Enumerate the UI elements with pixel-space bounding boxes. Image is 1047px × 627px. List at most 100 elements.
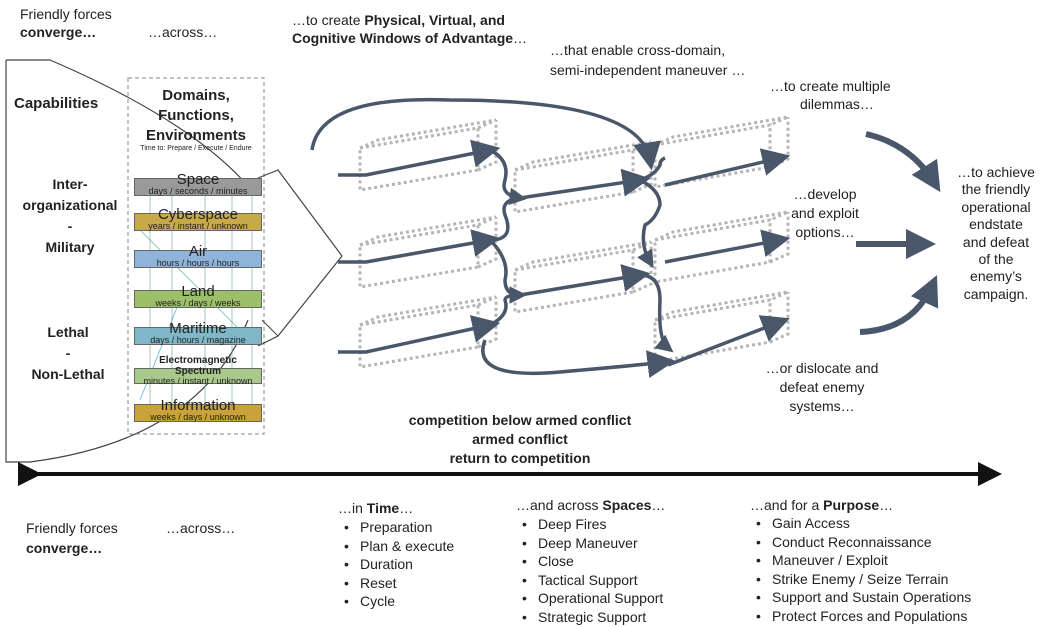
dislocate-label-2: defeat enemy bbox=[779, 379, 865, 395]
domain-time: days / hours / magazine bbox=[150, 335, 246, 345]
domains-title-line: Domains, bbox=[162, 87, 230, 104]
lethal-line: - bbox=[65, 345, 71, 361]
enable-label-1: …that enable cross-domain, bbox=[550, 42, 726, 58]
domain-name: Maritime bbox=[169, 320, 227, 337]
left-bracket-top bbox=[6, 59, 249, 187]
list-item: Preparation bbox=[338, 518, 454, 537]
list-item: Strategic Support bbox=[516, 608, 663, 627]
domain-name: Cyberspace bbox=[157, 206, 239, 223]
enable-label-2: semi-independent maneuver … bbox=[550, 62, 746, 78]
list-item: Protect Forces and Populations bbox=[750, 607, 971, 626]
list-item: Cycle bbox=[338, 592, 454, 611]
develop-label-3: options… bbox=[795, 224, 855, 240]
callout-maritime bbox=[261, 319, 279, 337]
windows-label-2: Cognitive Windows of Advantage… bbox=[292, 30, 528, 46]
callout-space bbox=[257, 169, 343, 347]
lethal-label: Lethal - Non-Lethal bbox=[18, 322, 118, 385]
domain-time: days / seconds / minutes bbox=[148, 186, 248, 196]
spaces-list: Deep Fires Deep Maneuver Close Tactical … bbox=[516, 515, 663, 627]
inter-org-label: Inter- organizational - Military bbox=[20, 174, 120, 258]
domain-name: Space bbox=[176, 171, 220, 188]
list-item: Strike Enemy / Seize Terrain bbox=[750, 570, 971, 589]
endstate-line: of the bbox=[978, 251, 1014, 268]
dislocate-label-1: …or dislocate and bbox=[765, 360, 879, 376]
dotted-windows bbox=[358, 115, 790, 369]
converge-label-1: Friendly forces bbox=[20, 6, 112, 22]
inter-line: - bbox=[67, 218, 73, 234]
domains-title-line: Functions, bbox=[158, 107, 234, 124]
capabilities-label: Capabilities bbox=[14, 95, 99, 112]
endstate-line: operational bbox=[961, 198, 1031, 215]
bottom-converge-1: Friendly forces bbox=[26, 520, 118, 536]
list-item: Maneuver / Exploit bbox=[750, 551, 971, 570]
endstate-line: enemy’s bbox=[970, 268, 1022, 285]
dilemmas-label-1: …to create multiple bbox=[770, 78, 891, 94]
list-item: Conduct Reconnaissance bbox=[750, 533, 971, 552]
list-item: Gain Access bbox=[750, 514, 971, 533]
time-list: Preparation Plan & execute Duration Rese… bbox=[338, 518, 454, 611]
endstate-line: …to achieve bbox=[957, 164, 1035, 180]
domain-name: Electromagnetic Spectrum bbox=[159, 355, 237, 377]
list-item: Reset bbox=[338, 574, 454, 593]
purpose-heading: …and for a Purpose… bbox=[750, 497, 894, 513]
domain-time: minutes / instant / unknown bbox=[143, 376, 253, 386]
bottom-across: …across… bbox=[166, 520, 236, 536]
list-item: Close bbox=[516, 552, 663, 571]
list-item: Support and Sustain Operations bbox=[750, 588, 971, 607]
endstate-line: and defeat bbox=[962, 233, 1030, 250]
list-item: Deep Fires bbox=[516, 515, 663, 534]
left-bracket bbox=[5, 60, 249, 463]
across-label: …across… bbox=[148, 24, 218, 40]
phase-return: return to competition bbox=[449, 450, 591, 466]
phase-armed-conflict: armed conflict bbox=[472, 431, 568, 447]
domains-title-line: Environments bbox=[145, 127, 247, 144]
domain-name: Air bbox=[188, 243, 208, 260]
endstate-line: campaign. bbox=[963, 285, 1029, 302]
domain-time: years / instant / unknown bbox=[148, 221, 248, 231]
domain-name: Information bbox=[160, 397, 236, 414]
list-item: Operational Support bbox=[516, 589, 663, 608]
endstate-text: …to achieve the friendly operational end… bbox=[946, 164, 1046, 303]
flow-arrows bbox=[310, 97, 791, 378]
inter-line: organizational bbox=[22, 197, 118, 213]
phase-competition: competition below armed conflict bbox=[408, 412, 632, 428]
list-item: Plan & execute bbox=[338, 537, 454, 556]
list-item: Deep Maneuver bbox=[516, 534, 663, 553]
endstate-line: the friendly bbox=[961, 181, 1031, 198]
domain-time: weeks / days / weeks bbox=[155, 298, 241, 308]
bottom-converge-2: converge… bbox=[26, 540, 103, 556]
list-item: Duration bbox=[338, 555, 454, 574]
domain-time: hours / hours / hours bbox=[156, 258, 240, 268]
develop-label-2: and exploit bbox=[791, 205, 859, 221]
converge-label-2: converge… bbox=[20, 24, 97, 40]
spaces-heading: …and across Spaces… bbox=[516, 497, 666, 513]
windows-label-1: …to create Physical, Virtual, and bbox=[292, 12, 505, 28]
domains-box bbox=[127, 77, 265, 435]
arc-bottom bbox=[481, 339, 676, 378]
list-item: Tactical Support bbox=[516, 571, 663, 590]
purpose-list: Gain Access Conduct Reconnaissance Maneu… bbox=[750, 514, 971, 626]
inter-line: Military bbox=[45, 239, 95, 255]
arc-top bbox=[310, 97, 661, 171]
develop-label-1: …develop bbox=[793, 186, 857, 202]
endstate-line: endstate bbox=[969, 216, 1023, 233]
domain-name: Land bbox=[181, 283, 215, 300]
domains-title: Domains, Functions, Environments bbox=[128, 86, 264, 146]
time-to-label: Time to: Prepare / Execute / Endure bbox=[140, 145, 252, 152]
dislocate-label-3: systems… bbox=[789, 398, 855, 414]
lethal-line: Non-Lethal bbox=[31, 366, 105, 382]
lethal-line: Lethal bbox=[47, 324, 89, 340]
time-heading: …in Time… bbox=[338, 500, 414, 516]
domain-time: weeks / days / unknown bbox=[150, 412, 246, 422]
inter-line: Inter- bbox=[52, 176, 88, 192]
dilemmas-label-2: dilemmas… bbox=[800, 96, 874, 112]
endstate-arrows bbox=[856, 131, 941, 335]
